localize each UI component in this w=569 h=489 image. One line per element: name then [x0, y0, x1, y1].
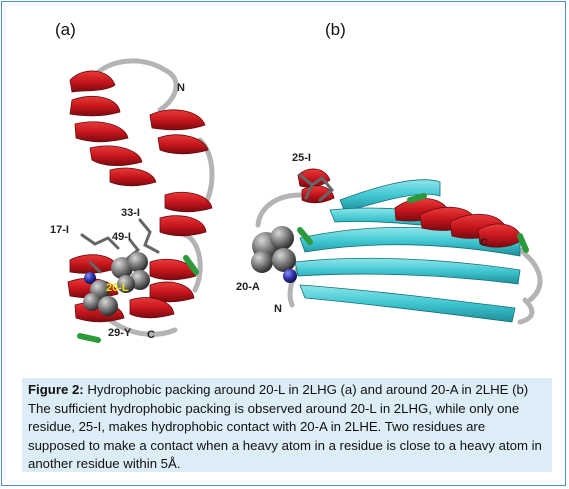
panel-a-n-terminus-label: N: [177, 82, 185, 94]
panel-a-turns: [77, 255, 199, 343]
protein-structure-figure: N C 17-I 33-I 49-I 20-L 29-Y: [50, 58, 543, 343]
panel-a-residue-33-I: 33-I: [121, 207, 140, 219]
panel-b-residue-25-I: 25-I: [292, 152, 311, 164]
figure-caption: Figure 2: Hydrophobic packing around 20-…: [22, 378, 552, 472]
panel-b-helix: [297, 168, 523, 248]
panel-b-sidechain-25-I: [298, 173, 335, 202]
caption-label: Figure 2:: [28, 382, 84, 397]
panel-a-structure: N C 17-I 33-I 49-I 20-L 29-Y: [50, 58, 215, 343]
panel-b-residue-20-A: 20-A: [236, 281, 260, 293]
panel-a-residue-29-Y: 29-Y: [108, 327, 132, 339]
panel-b-n-terminus-label: N: [274, 303, 282, 315]
panel-a-helix-2: [149, 109, 213, 237]
panel-a-residue-49-I: 49-I: [112, 231, 131, 243]
panel-a-atoms: [83, 252, 150, 316]
panel-b-turns: [297, 193, 529, 253]
panel-b-loops: [255, 192, 543, 325]
panel-a-helix-1: [69, 70, 157, 187]
panel-a-label: (a): [55, 20, 76, 39]
panel-b-atoms-20-A: [251, 226, 297, 283]
panel-a-c-terminus-label: C: [147, 329, 155, 341]
panel-a-residue-20-L: 20-L: [106, 282, 129, 294]
panel-b-label: (b): [325, 20, 346, 39]
panel-b-c-terminus-label: C: [480, 237, 488, 249]
panel-b-structure: 25-I 20-A N C: [236, 152, 543, 325]
caption-text: Hydrophobic packing around 20-L in 2LHG …: [28, 382, 542, 472]
panel-a-residue-17-I: 17-I: [50, 224, 69, 236]
